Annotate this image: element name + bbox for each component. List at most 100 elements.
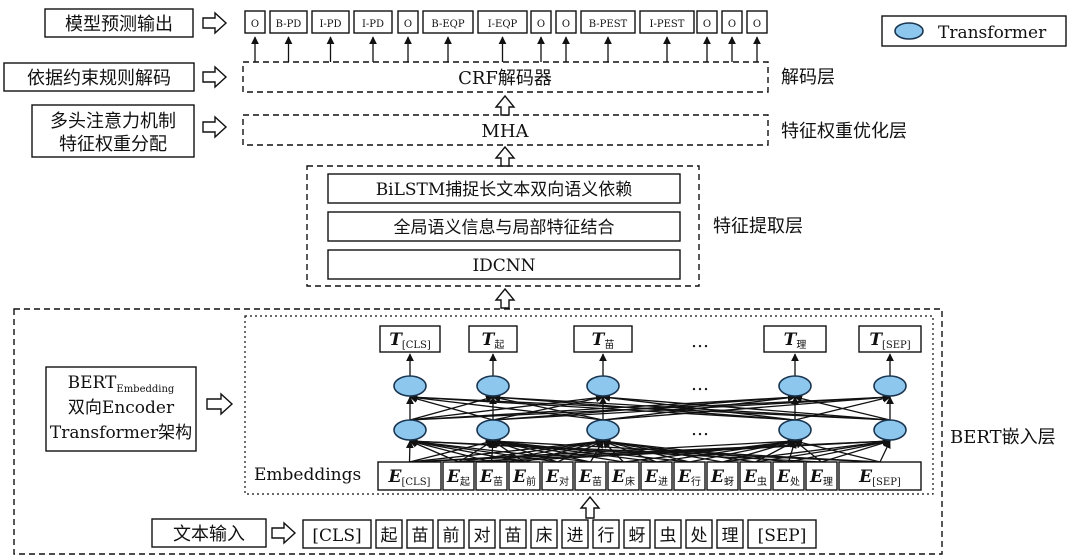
tag-box — [477, 10, 528, 34]
t-output-box — [379, 325, 441, 353]
bert-inner-frame — [244, 315, 934, 495]
transformer-node-lower — [586, 419, 620, 441]
attention-edge — [409, 393, 604, 421]
input-token-label: 处 — [691, 526, 708, 546]
extract-to-mha-arrow — [494, 145, 516, 167]
input-token-label: 对 — [474, 526, 491, 546]
embedding-cell — [574, 461, 607, 491]
tag-box — [746, 10, 768, 34]
bert-layer-frame — [13, 308, 943, 555]
attention-edge — [409, 395, 494, 421]
embedding-edge — [409, 440, 459, 463]
bert-label-line1: BERTEmbedding — [68, 373, 175, 395]
transformer-node-lower — [393, 419, 427, 441]
tag-box — [422, 10, 474, 34]
transformer-node-upper — [586, 375, 620, 397]
input-token-cell — [592, 519, 620, 549]
input-arrow — [271, 521, 297, 545]
embedding-edge — [492, 438, 624, 463]
embedding-cell — [541, 461, 574, 491]
embeddings-label: Embeddings — [254, 465, 361, 485]
embedding-edge — [602, 439, 657, 463]
embedding-edge — [602, 438, 723, 463]
input-token-label: [CLS] — [312, 526, 361, 546]
embedding-cell — [508, 461, 541, 491]
upper-node-ellipsis: … — [691, 374, 709, 395]
crf-decode-label: 依据约束规则解码 — [27, 68, 171, 89]
tag-label: O — [404, 19, 412, 30]
tag-label: O — [251, 19, 259, 30]
input-token-cell — [375, 519, 403, 549]
embedding-edge — [492, 439, 558, 463]
input-token-label: 苗 — [412, 526, 429, 546]
tag-label: O — [562, 19, 570, 30]
output-label: 模型预测输出 — [65, 14, 173, 35]
tag-label: O — [703, 19, 711, 30]
tag-label: I-EQP — [488, 19, 518, 30]
embedding-edge — [491, 438, 604, 463]
decode-layer-label: 解码层 — [781, 67, 835, 88]
embedding-label: E[CLS] — [388, 467, 431, 488]
t-output-label: T苗 — [592, 330, 615, 351]
embedding-edge — [821, 439, 891, 463]
embedding-label: E苗 — [578, 467, 602, 488]
t-output-box — [858, 325, 922, 353]
embedding-label: E进 — [644, 467, 668, 488]
mha-layer-label: MHA — [481, 121, 529, 142]
attention-edge — [794, 394, 891, 421]
tag-box — [555, 10, 577, 34]
input-token-label: 行 — [598, 526, 615, 546]
input-token-cell — [685, 519, 713, 549]
transformer-node-lower — [476, 419, 510, 441]
embedding-edge — [524, 439, 604, 463]
idcnn-label: IDCNN — [472, 256, 535, 276]
embedding-edge — [492, 438, 591, 463]
input-token-cell — [468, 519, 496, 549]
tag-box — [397, 10, 419, 34]
attention-edge — [492, 394, 604, 421]
embedding-edge — [656, 438, 796, 463]
embedding-edge — [492, 437, 881, 463]
t-output-box — [763, 325, 827, 353]
attention-edge — [409, 393, 796, 421]
mha-label-line2: 特征权重分配 — [59, 134, 167, 155]
tag-box — [530, 10, 552, 34]
t-output-box — [573, 325, 633, 353]
input-token-cell — [623, 519, 651, 549]
embedding-label: E处 — [776, 467, 800, 488]
tag-label: B-PEST — [589, 19, 628, 30]
input-token-label: 进 — [567, 526, 584, 546]
idcnn-box — [327, 249, 681, 280]
transformer-node-upper — [778, 375, 812, 397]
input-token-cell — [561, 519, 589, 549]
transformer-node-upper — [476, 375, 510, 397]
bert-label-main: BERT — [68, 373, 117, 393]
embedding-cell — [377, 461, 442, 491]
crf-layer-frame — [242, 61, 769, 93]
embedding-cell — [838, 461, 922, 491]
fusion-label: 全局语义信息与局部特征结合 — [394, 218, 615, 238]
mha-arrow — [202, 115, 228, 139]
crf-arrow — [202, 65, 228, 89]
bilstm-label: BiLSTM捕捉长文本双向语义依赖 — [376, 180, 633, 200]
embedding-label: E苗 — [479, 467, 503, 488]
embedding-label: E起 — [446, 467, 470, 488]
input-token-label: 蚜 — [629, 526, 646, 546]
input-token-row: [CLS]起苗前对苗床进行蚜虫处理[SEP] — [302, 519, 817, 549]
embedding-edge — [409, 437, 796, 463]
bert-to-extract-arrow — [494, 287, 516, 309]
input-token-cell — [302, 519, 372, 549]
embedding-cell — [772, 461, 805, 491]
transformer-node-lower — [778, 419, 812, 441]
output-arrow — [202, 11, 228, 35]
embedding-cell — [442, 461, 475, 491]
left-annotations: 模型预测输出 依据约束规则解码 多头注意力机制 特征权重分配 BERTEmbed… — [3, 8, 267, 548]
tag-box — [696, 10, 718, 34]
tag-box — [639, 10, 695, 34]
legend-label: Transformer — [938, 23, 1047, 43]
bilstm-box — [327, 173, 681, 204]
embedding-label: E前 — [512, 467, 536, 488]
attention-edge — [602, 393, 891, 421]
